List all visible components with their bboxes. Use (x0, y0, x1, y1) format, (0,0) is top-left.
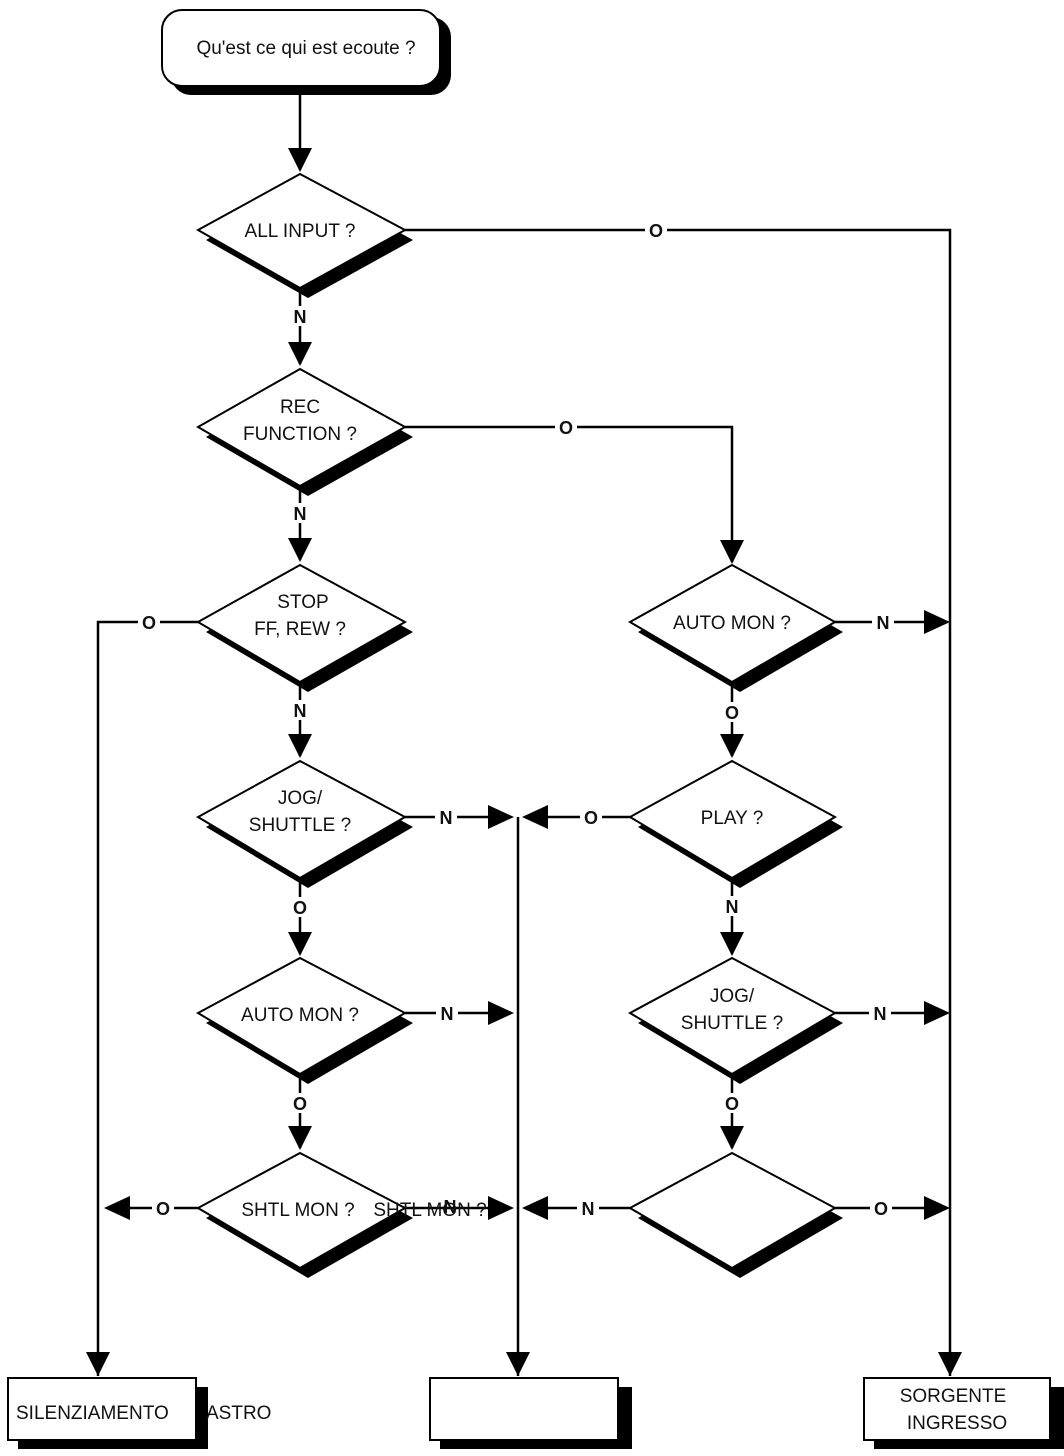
decision-jog-shuttle-left: JOG/ SHUTTLE ? (195, 759, 413, 888)
arrowhead (720, 734, 744, 758)
arrowhead (288, 342, 312, 366)
decision-auto-mon-right-label: AUTO MON ? (673, 613, 791, 634)
decision-rec-function: REC FUNCTION ? (195, 367, 413, 496)
decision-shtl-mon: SHTL MON ? SHTL MON ? (195, 1151, 487, 1278)
arrowhead (104, 1196, 130, 1220)
line-stop-yes (96, 620, 198, 1376)
branch-yes-label: O (156, 1199, 170, 1219)
decision-rec-function-label-1: REC (280, 397, 320, 418)
decision-all-input: ALL INPUT ? (195, 172, 413, 298)
decision-auto-mon-left-label: AUTO MON ? (241, 1005, 359, 1026)
branch-no-label: N (877, 613, 890, 633)
decision-jog-right-label-2: SHUTTLE ? (681, 1013, 783, 1034)
connectors (86, 92, 962, 1376)
arrowhead (488, 805, 514, 829)
branch-yes-label: O (874, 1199, 888, 1219)
arrowhead (288, 1126, 312, 1150)
branch-no-label: N (444, 1197, 457, 1217)
line-rec-yes (405, 425, 734, 562)
arrowhead (720, 932, 744, 956)
decision-shtl-mon-label: SHTL MON ? (241, 1200, 354, 1221)
arrowhead (720, 540, 744, 564)
arrowhead (522, 1196, 548, 1220)
decision-stop-label-1: STOP (277, 592, 328, 613)
decision-jog-right-label-1: JOG/ (710, 986, 755, 1007)
decision-rec-function-label-2: FUNCTION ? (243, 424, 357, 445)
decision-all-input-label: ALL INPUT ? (245, 221, 356, 242)
decision-play-label: PLAY ? (701, 808, 764, 829)
outcome-silence: SILENZIAMENTO ASTRO (7, 1377, 271, 1449)
decision-jog-shuttle-right: JOG/ SHUTTLE ? (627, 956, 843, 1084)
arrowhead (86, 1352, 110, 1376)
branch-yes-label: O (293, 898, 307, 918)
decision-auto-mon-left: AUTO MON ? (195, 956, 413, 1084)
outcome-source-label-1: SORGENTE (900, 1386, 1007, 1407)
branch-yes-label: O (559, 418, 573, 438)
arrowhead (488, 1001, 514, 1025)
branch-yes-label: O (293, 1094, 307, 1114)
branch-no-label: N (440, 808, 453, 828)
start-node: Qu'est ce qui est ecoute ? (161, 9, 451, 95)
branch-yes-label: O (649, 221, 663, 241)
arrowhead (288, 734, 312, 758)
branch-no-label: N (726, 897, 739, 917)
arrowhead (288, 538, 312, 562)
outcome-source: SORGENTE INGRESSO (863, 1377, 1064, 1449)
branch-labels: O O O O O O O O O O N N N N N N N (138, 220, 894, 1219)
branch-yes-label: O (725, 1094, 739, 1114)
arrowhead (720, 1126, 744, 1150)
arrowhead (288, 932, 312, 956)
arrowhead (924, 610, 950, 634)
branch-no-label: N (294, 701, 307, 721)
arrowhead (288, 148, 312, 172)
line-all-input-yes (405, 228, 952, 1376)
branch-yes-label: O (584, 808, 598, 828)
decision-shtl-mon-overlay-label: SHTL MON ? (373, 1200, 486, 1221)
arrowhead (488, 1196, 514, 1220)
branch-yes-label: O (725, 703, 739, 723)
outcome-middle (429, 1377, 632, 1449)
outcome-source-label-2: INGRESSO (907, 1413, 1007, 1434)
decision-stop-ff-rew: STOP FF, REW ? (195, 563, 413, 692)
branch-no-label: N (582, 1199, 595, 1219)
outcome-silence-label-1: SILENZIAMENTO (16, 1403, 169, 1424)
branch-no-label: N (441, 1004, 454, 1024)
decision-jog-left-label-2: SHUTTLE ? (249, 815, 351, 836)
arrowhead (938, 1352, 962, 1376)
decision-stop-label-2: FF, REW ? (254, 619, 346, 640)
decision-play: PLAY ? (627, 759, 843, 888)
branch-no-label: N (294, 307, 307, 327)
arrowhead (506, 1352, 530, 1376)
decision-jog-left-label-1: JOG/ (278, 788, 323, 809)
branch-no-label: N (874, 1004, 887, 1024)
start-node-label: Qu'est ce qui est ecoute ? (196, 38, 415, 59)
decision-auto-mon-right: AUTO MON ? (627, 563, 843, 692)
outcome-silence-label-2: ASTRO (206, 1403, 271, 1424)
branch-yes-label: O (142, 613, 156, 633)
arrowhead (522, 805, 548, 829)
branch-no-label: N (294, 504, 307, 524)
arrowhead (924, 1001, 950, 1025)
decision-blank (627, 1151, 843, 1278)
arrowhead (924, 1196, 950, 1220)
